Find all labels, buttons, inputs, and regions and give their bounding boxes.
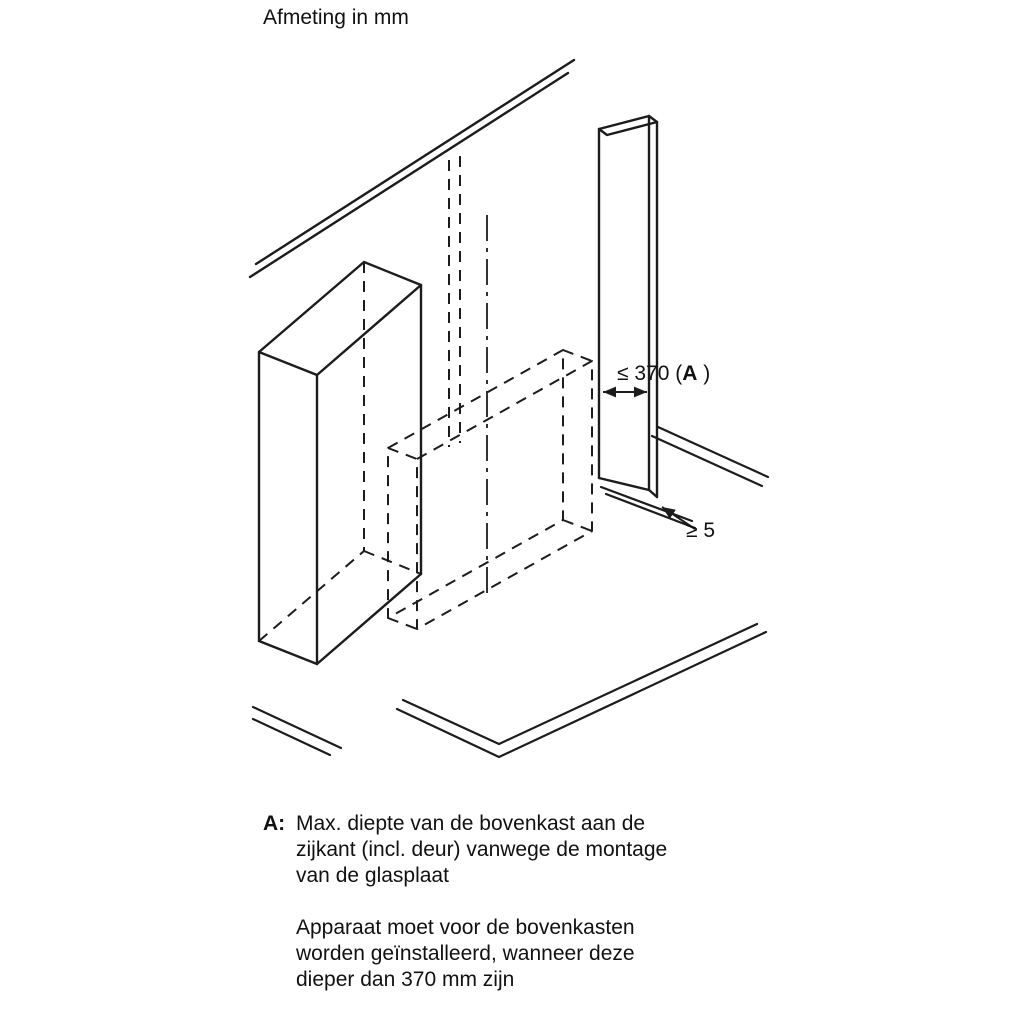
depth-dimension: ≤ 370 (A )	[603, 362, 710, 398]
note-line: worden geïnstalleerd, wanneer deze	[296, 942, 635, 965]
right-cabinet-side-panel	[597, 114, 659, 499]
glass-plate-edge	[599, 485, 697, 530]
left-cabinet-hidden-edges	[258, 262, 422, 642]
base-edge-left	[251, 705, 343, 757]
wall-edge-lines	[248, 58, 576, 279]
note-line: zijkant (incl. deur) vanwege de montage	[296, 838, 668, 861]
gap-dimension: ≥ 5	[661, 506, 715, 542]
base-edge-chevron	[395, 622, 768, 759]
note-a-text: Max. diepte van de bovenkast aan de zijk…	[296, 811, 823, 889]
gap-dimension-label: ≥ 5	[686, 519, 715, 542]
right-cabinet-bottom-edge	[650, 425, 770, 488]
left-cabinet-panel	[257, 260, 423, 666]
installation-diagram: ≤ 370 (A ) ≥ 5	[248, 58, 770, 759]
note-line: dieper dan 370 mm zijn	[296, 968, 515, 991]
note-line: van de glasplaat	[296, 864, 449, 887]
appliance-hidden-outline	[387, 156, 593, 630]
note-line: Apparaat moet voor de bovenkasten	[296, 916, 635, 939]
note-a-continued-text: Apparaat moet voor de bovenkasten worden…	[296, 915, 823, 993]
note-line: Max. diepte van de bovenkast aan de	[296, 812, 646, 835]
notes-section: A: Max. diepte van de bovenkast aan de z…	[263, 811, 823, 993]
depth-dimension-label: ≤ 370 (A )	[617, 362, 710, 385]
gap-dimension-arrow	[661, 506, 696, 530]
note-a: A: Max. diepte van de bovenkast aan de z…	[263, 811, 823, 889]
page-title: Afmeting in mm	[263, 6, 409, 29]
note-a-continued: Apparaat moet voor de bovenkasten worden…	[263, 915, 823, 993]
note-a-label: A:	[263, 812, 286, 835]
